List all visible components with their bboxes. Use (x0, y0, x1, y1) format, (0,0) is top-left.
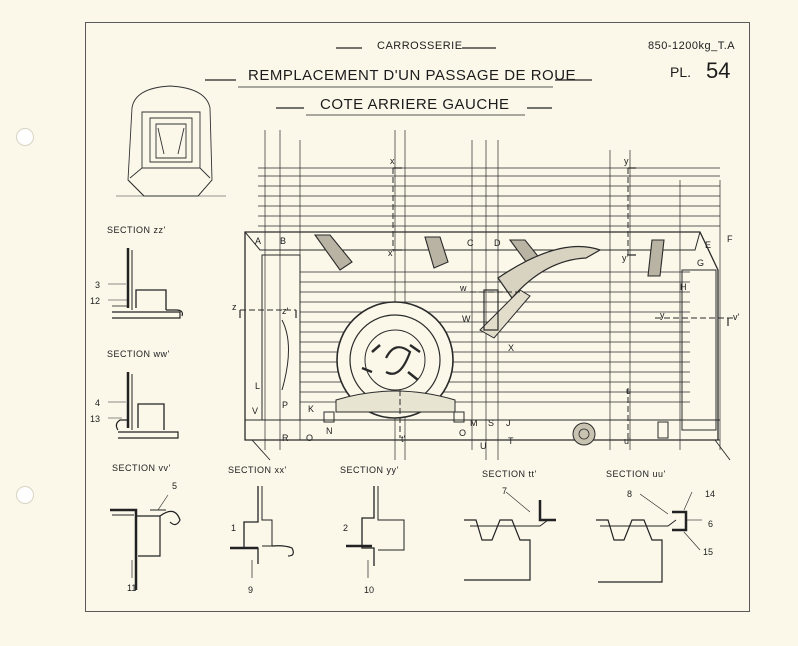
point-B: B (280, 236, 287, 246)
mark-x: x (390, 156, 395, 166)
main-view (239, 130, 735, 461)
callout-10: 10 (364, 585, 375, 595)
section-yy-drawing (346, 486, 405, 578)
binder-hole-top (16, 128, 34, 146)
mark-u: u (626, 386, 632, 396)
section-yy-title: SECTION yy' (340, 465, 399, 475)
section-vv-title: SECTION vv' (112, 463, 171, 473)
point-H: H (680, 282, 687, 292)
mark-u-prime: u' (624, 436, 631, 446)
callout-6: 6 (708, 519, 714, 529)
callout-12: 12 (90, 296, 101, 306)
mark-y: y (624, 156, 629, 166)
point-O2: O (459, 428, 467, 438)
mark-v-prime: v' (733, 312, 740, 322)
callout-4: 4 (95, 398, 101, 408)
callout-11: 11 (127, 583, 137, 593)
point-N: N (326, 426, 333, 436)
point-W: W (462, 314, 471, 324)
point-T: T (508, 436, 514, 446)
point-M: M (470, 418, 478, 428)
drawing-frame (85, 22, 750, 612)
point-C: C (467, 238, 474, 248)
callout-7: 7 (502, 486, 508, 496)
callout-5: 5 (172, 481, 178, 491)
section-uu-drawing (596, 491, 702, 583)
vehicle-thumbnail (116, 85, 226, 197)
point-K: K (308, 404, 315, 414)
section-xx-title: SECTION xx' (228, 465, 287, 475)
point-O1: O (306, 433, 314, 443)
point-P: P (282, 400, 289, 410)
mark-z: z (232, 302, 237, 312)
section-zz-title: SECTION zz' (107, 225, 166, 235)
callout-13: 13 (90, 414, 101, 424)
section-zz-drawing (108, 248, 183, 319)
model-label: 850-1200kg_T.A (648, 40, 736, 52)
callout-14: 14 (705, 489, 716, 499)
section-vv-drawing (110, 494, 181, 590)
point-F: F (727, 234, 733, 244)
page-subtitle: COTE ARRIERE GAUCHE (320, 96, 510, 113)
mark-y-prime: y' (622, 253, 629, 263)
callout-3: 3 (95, 280, 101, 290)
callout-8: 8 (627, 489, 633, 499)
callout-2: 2 (343, 523, 349, 533)
point-X: X (508, 343, 515, 353)
section-xx-drawing (230, 486, 294, 578)
section-uu-title: SECTION uu' (606, 469, 666, 479)
section-tt-drawing (464, 491, 556, 581)
mark-w: w (460, 283, 467, 293)
plate-number: 54 (706, 58, 731, 83)
callout-15: 15 (703, 547, 714, 557)
mark-x-prime: x' (388, 248, 395, 258)
mark-y-small: y (660, 310, 665, 320)
plate-prefix: PL. (670, 64, 692, 80)
binder-hole-bottom (16, 486, 34, 504)
point-V: V (252, 406, 259, 416)
section-ww-drawing (108, 372, 179, 439)
point-S: S (488, 418, 495, 428)
point-G: G (697, 258, 705, 268)
point-R: R (282, 433, 289, 443)
point-J: J (506, 418, 511, 428)
callout-9: 9 (248, 585, 254, 595)
point-A: A (255, 236, 262, 246)
mark-z-prime: z' (282, 306, 289, 316)
point-E: E (705, 240, 712, 250)
point-D: D (494, 238, 501, 248)
page-title: REMPLACEMENT D'UN PASSAGE DE ROUE (248, 67, 577, 84)
point-U: U (480, 441, 487, 451)
section-ww-title: SECTION ww' (107, 349, 170, 359)
section-tt-title: SECTION tt' (482, 469, 537, 479)
point-L: L (255, 381, 261, 391)
callout-1: 1 (231, 523, 237, 533)
mark-t-prime: t' (401, 434, 406, 444)
category-label: CARROSSERIE (377, 40, 463, 52)
